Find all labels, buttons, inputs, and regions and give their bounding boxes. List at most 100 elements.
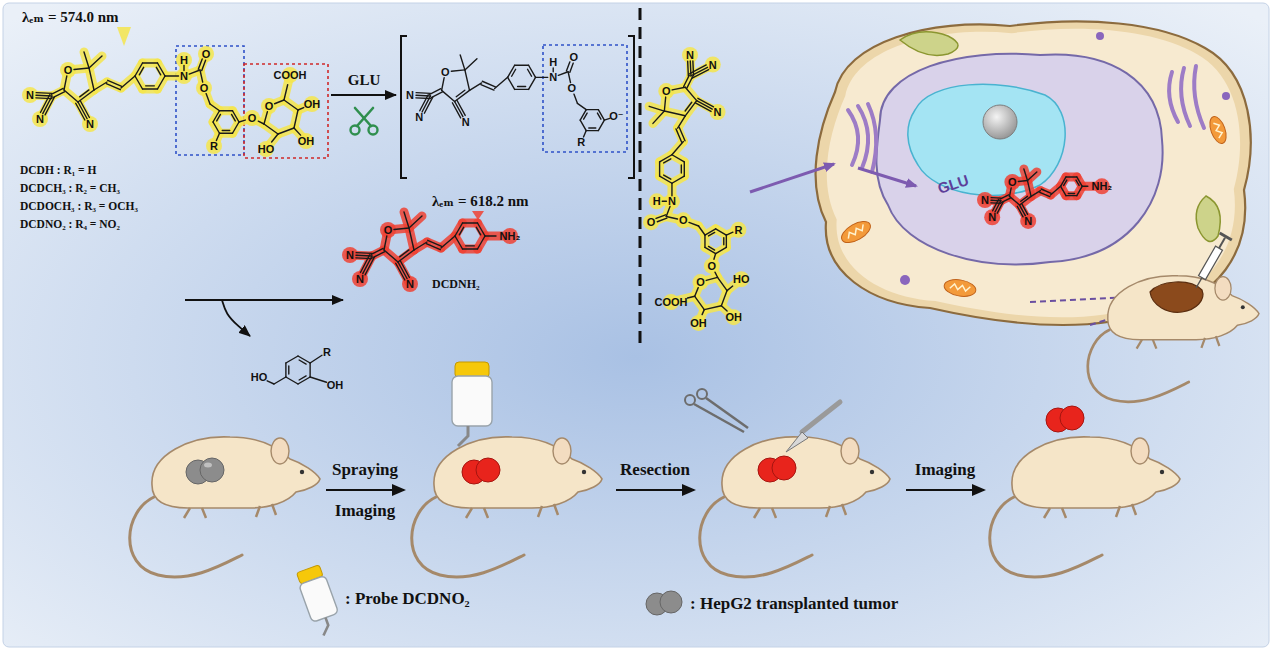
bond-line bbox=[356, 252, 372, 254]
bond-line bbox=[698, 98, 714, 107]
mouse-workflow bbox=[990, 437, 1180, 577]
mouse-workflow bbox=[700, 437, 890, 577]
probe-structure: λₑₘ = 574.0 nmNNONHNOOROOCOOHOHOHHODCDH … bbox=[14, 5, 330, 300]
highlight-glow bbox=[1066, 191, 1077, 200]
bond-line bbox=[1082, 186, 1088, 187]
legend-text: : Probe DCDNO₂ bbox=[345, 589, 470, 609]
cell bbox=[983, 105, 1017, 139]
bond-line bbox=[991, 202, 1001, 204]
liver-mouse bbox=[1219, 232, 1233, 242]
compound-name: DCDOCH₃ : R₃ = OCH₃ bbox=[20, 200, 138, 212]
bond-line bbox=[529, 77, 536, 89]
bond-line bbox=[455, 236, 463, 249]
highlight-glow bbox=[210, 104, 220, 111]
atom-label: N bbox=[686, 49, 694, 61]
bond-line bbox=[451, 70, 465, 71]
highlight-glow bbox=[704, 306, 721, 310]
bond-line bbox=[991, 200, 1001, 202]
bond-line bbox=[210, 104, 220, 111]
atom-label: O bbox=[248, 112, 257, 124]
highlight-glow bbox=[213, 122, 220, 133]
highlight-glow bbox=[1020, 213, 1036, 229]
mouse-workflow bbox=[326, 489, 404, 491]
bond-line bbox=[1027, 172, 1036, 181]
atom-label: N bbox=[709, 59, 717, 71]
bond-line bbox=[659, 162, 660, 176]
bond-line bbox=[396, 263, 405, 280]
cell bbox=[943, 277, 977, 298]
highlight-glow bbox=[672, 176, 684, 183]
bond-line bbox=[1061, 186, 1066, 195]
atom-label: O bbox=[696, 276, 705, 288]
highlight-glow bbox=[158, 76, 166, 89]
enzyme-label: GLU bbox=[935, 171, 970, 197]
highlight-glow bbox=[649, 193, 665, 209]
highlight-glow bbox=[682, 47, 698, 63]
bond-line bbox=[512, 69, 516, 76]
legend-icon bbox=[295, 564, 682, 637]
highlight-glow bbox=[398, 250, 414, 262]
bond-line bbox=[577, 103, 586, 109]
highlight-glow bbox=[372, 250, 384, 256]
bond-line bbox=[529, 65, 536, 77]
bond-line bbox=[528, 69, 532, 76]
highlight-glow bbox=[1040, 191, 1050, 195]
highlight-glow bbox=[704, 258, 720, 274]
bond-line bbox=[1024, 169, 1028, 181]
bond-line bbox=[428, 240, 442, 246]
highlight-glow bbox=[135, 76, 143, 89]
bond-line bbox=[723, 238, 724, 245]
highlight-glow bbox=[691, 315, 707, 331]
highlight-glow bbox=[264, 124, 278, 134]
atom-label: N bbox=[988, 211, 996, 223]
bond-line bbox=[143, 62, 158, 63]
highlight-glow bbox=[478, 236, 486, 249]
atom-label: HO bbox=[251, 371, 268, 383]
bond-line bbox=[442, 78, 445, 91]
highlight-glow bbox=[660, 176, 672, 183]
cell bbox=[943, 277, 977, 298]
bond-line bbox=[476, 227, 480, 235]
highlight-glow bbox=[726, 309, 742, 325]
highlight-glow bbox=[658, 83, 674, 99]
bond-line bbox=[139, 67, 143, 75]
highlight-glow bbox=[977, 192, 993, 208]
highlight-glow bbox=[82, 116, 98, 132]
bond-line bbox=[460, 55, 465, 70]
surgical-tools bbox=[685, 395, 695, 405]
step-label: Spraying bbox=[332, 460, 398, 480]
atom-label: N bbox=[406, 278, 414, 290]
probe-molecule bbox=[22, 46, 320, 157]
bond-line bbox=[299, 360, 306, 364]
bond-line bbox=[74, 68, 89, 69]
highlight-glow bbox=[158, 63, 166, 76]
highlight-box bbox=[176, 46, 244, 155]
highlight-glow bbox=[710, 104, 726, 120]
atom-label: OH bbox=[298, 135, 315, 147]
bond-line bbox=[536, 77, 548, 78]
bond-line bbox=[1066, 176, 1077, 177]
bond-line bbox=[574, 94, 577, 103]
atom-label: O bbox=[568, 82, 577, 94]
bond-line bbox=[681, 165, 682, 173]
highlight-glow bbox=[427, 242, 441, 248]
atom-label: OH bbox=[725, 311, 742, 323]
highlight-glow bbox=[649, 106, 664, 111]
bond-line bbox=[704, 235, 705, 247]
bond-line bbox=[213, 111, 220, 122]
bond-line bbox=[465, 59, 477, 70]
bond-line bbox=[275, 100, 284, 104]
legend-icon bbox=[318, 618, 331, 636]
bond-line bbox=[687, 61, 689, 76]
bond-line bbox=[420, 95, 428, 111]
surgical-tools bbox=[694, 404, 744, 432]
bond-line bbox=[78, 90, 94, 102]
mouse-workflow bbox=[412, 437, 602, 577]
tumor bbox=[1046, 408, 1070, 432]
atom-label: OH bbox=[304, 98, 321, 110]
mouse-workflow bbox=[130, 437, 320, 577]
bond-line bbox=[660, 155, 672, 162]
byproduct-structure: HOROH bbox=[244, 338, 350, 400]
